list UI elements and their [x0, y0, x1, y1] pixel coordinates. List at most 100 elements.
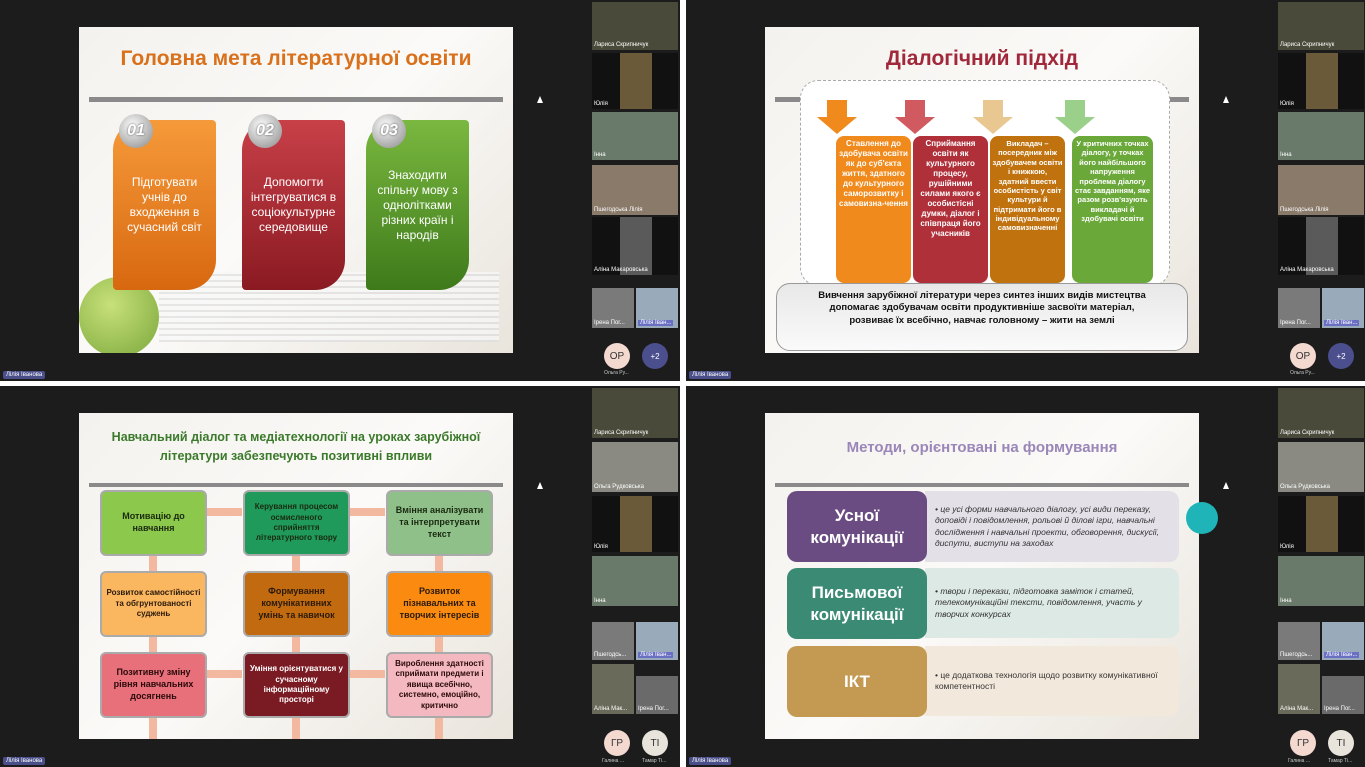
- participant-tile[interactable]: Лілія Іван...: [636, 622, 678, 660]
- participant-name: Аліна Мак...: [594, 706, 628, 712]
- more-participants-button[interactable]: +2: [642, 343, 668, 369]
- participant-tile[interactable]: Аліна Макаровська: [592, 217, 678, 275]
- avatar[interactable]: ОР: [604, 343, 630, 369]
- participant-name: Ірена Пог...: [1280, 320, 1311, 326]
- participant-tile[interactable]: Ірена Пог...: [636, 676, 678, 714]
- effect-box: Розвиток самостійності та обгрунтованост…: [100, 571, 207, 637]
- participant-name: Інна: [594, 152, 606, 158]
- participant-tile[interactable]: Аліна Макаровська: [1278, 217, 1364, 275]
- participants-panel: Лариса Скрипничук Ольга Рудковська Юлія …: [592, 386, 680, 767]
- avatar[interactable]: ОР: [1290, 343, 1316, 369]
- approach-column-2: Сприймання освіти як культурного процесу…: [913, 136, 988, 283]
- participant-tile[interactable]: Лариса Скрипничук: [592, 2, 678, 50]
- participant-tile[interactable]: Пшегодська Лілія: [592, 165, 678, 215]
- avatar-name: Ольга Ру...: [604, 370, 629, 376]
- more-participants-button[interactable]: +2: [1328, 343, 1354, 369]
- participant-name: Інна: [594, 598, 606, 604]
- avatar[interactable]: ТІ: [1328, 730, 1354, 756]
- effect-box: Вироблення здатності сприймати предмети …: [386, 652, 493, 718]
- participant-name: Лариса Скрипничук: [1280, 430, 1335, 436]
- effect-box: Позитивну зміну рівня навчальних досягне…: [100, 652, 207, 718]
- participant-name: Пшегодсь...: [1280, 652, 1313, 658]
- participants-panel: Лариса Скрипничук Ольга Рудковська Юлія …: [1278, 386, 1365, 767]
- participant-name: Пшегодська Лілія: [1280, 207, 1329, 213]
- participant-name: Лариса Скрипничук: [1280, 42, 1335, 48]
- method-description: • твори і перекази, підготовка заміток і…: [925, 568, 1179, 638]
- connector: [149, 553, 157, 739]
- video-quadrant-4: Методи, орієнтовані на формування • це у…: [686, 386, 1365, 767]
- participant-tile[interactable]: Лілія Іван...: [1322, 288, 1364, 328]
- participant-tile[interactable]: Інна: [1278, 112, 1364, 160]
- participant-tile[interactable]: Лариса Скрипничук: [1278, 2, 1364, 50]
- participant-tile[interactable]: Юлія: [1278, 53, 1364, 109]
- participant-name: Ольга Рудковська: [594, 484, 644, 490]
- participant-name: Пшегодсь...: [594, 652, 627, 658]
- connector: [206, 670, 242, 678]
- slide-title: Навчальний діалог та медіатехнології на …: [111, 430, 481, 463]
- avatar[interactable]: ТІ: [642, 730, 668, 756]
- presenter-name-label: Лілія Іванова: [689, 757, 732, 765]
- participant-tile[interactable]: Юлія: [592, 53, 678, 109]
- participant-name: Лілія Іван...: [1324, 652, 1360, 658]
- shared-slide-4: Методи, орієнтовані на формування • це у…: [765, 413, 1199, 739]
- participant-tile[interactable]: Пшегодсь...: [1278, 622, 1320, 660]
- avatar-name: Тамар Ті...: [1328, 758, 1353, 764]
- participant-tile[interactable]: Ірена Пог...: [1322, 676, 1364, 714]
- participant-name: Лілія Іван...: [638, 320, 674, 326]
- participant-tile[interactable]: Юлія: [1278, 496, 1364, 552]
- participant-tile[interactable]: Лариса Скрипничук: [592, 388, 678, 438]
- participant-tile[interactable]: Юлія: [592, 496, 678, 552]
- connector: [206, 508, 242, 516]
- participant-tile[interactable]: Аліна Мак...: [1278, 664, 1320, 714]
- avatar[interactable]: ГР: [604, 730, 630, 756]
- divider: [89, 97, 503, 102]
- approach-column-4: У критичних точках діалогу, у точках йог…: [1072, 136, 1153, 283]
- participant-tile[interactable]: Ольга Рудковська: [592, 442, 678, 492]
- participant-tile[interactable]: Аліна Мак...: [592, 664, 634, 714]
- participant-tile[interactable]: Ірена Пог...: [1278, 288, 1320, 328]
- effect-box: Мотивацію до навчання: [100, 490, 207, 556]
- presenter-name-label: Лілія Іванова: [3, 757, 46, 765]
- divider: [89, 483, 503, 487]
- participant-tile[interactable]: Інна: [1278, 556, 1364, 606]
- participant-name: Юлія: [594, 101, 608, 107]
- mouse-cursor-icon: [537, 96, 543, 103]
- presenter-name-label: Лілія Іванова: [689, 371, 732, 379]
- connector: [349, 508, 385, 516]
- effect-box: Керування процесом осмисленого сприйнятт…: [243, 490, 350, 556]
- avatar-name: Галина ...: [602, 758, 625, 764]
- goal-card-text: Допомогти інтегруватися в соціокультурне…: [250, 175, 337, 234]
- click-highlight-indicator: [1186, 502, 1218, 534]
- shared-slide-3: Навчальний діалог та медіатехнології на …: [79, 413, 513, 739]
- participant-tile[interactable]: Інна: [592, 112, 678, 160]
- participant-name: Лілія Іван...: [1324, 320, 1360, 326]
- participant-name: Ірена Пог...: [638, 706, 669, 712]
- mouse-cursor-icon: [1223, 482, 1229, 489]
- approach-column-3: Викладач – посередник між здобувачем осв…: [990, 136, 1065, 283]
- participant-name: Інна: [1280, 598, 1292, 604]
- goal-card-text: Знаходити спільну мову з однолітками різ…: [377, 167, 458, 242]
- mouse-cursor-icon: [537, 482, 543, 489]
- participant-tile[interactable]: Пшегодсь...: [592, 622, 634, 660]
- participant-tile[interactable]: Ірена Пог...: [592, 288, 634, 328]
- slide-title: Головна мета літературної освіти: [120, 47, 472, 70]
- participants-panel: Лариса Скрипничук Юлія Інна Пшегодська Л…: [592, 0, 680, 381]
- effect-box: Розвиток пізнавальних та творчих інтерес…: [386, 571, 493, 637]
- participant-name: Пшегодська Лілія: [594, 207, 643, 213]
- participant-name: Аліна Макаровська: [594, 267, 648, 273]
- participant-tile[interactable]: Лілія Іван...: [1322, 622, 1364, 660]
- participant-name: Лариса Скрипничук: [594, 430, 649, 436]
- participant-tile[interactable]: Ольга Рудковська: [1278, 442, 1364, 492]
- participant-tile[interactable]: Пшегодська Лілія: [1278, 165, 1364, 215]
- slide-title: Методи, орієнтовані на формування: [846, 439, 1118, 456]
- participant-name: Юлія: [1280, 101, 1294, 107]
- avatar[interactable]: ГР: [1290, 730, 1316, 756]
- participant-name: Лілія Іван...: [638, 652, 674, 658]
- participant-tile[interactable]: Лілія Іван...: [636, 288, 678, 328]
- effect-box: Вміння аналізувати та інтерпретувати тек…: [386, 490, 493, 556]
- participant-tile[interactable]: Лариса Скрипничук: [1278, 388, 1364, 438]
- participant-tile[interactable]: Інна: [592, 556, 678, 606]
- presenter-name-label: Лілія Іванова: [3, 371, 46, 379]
